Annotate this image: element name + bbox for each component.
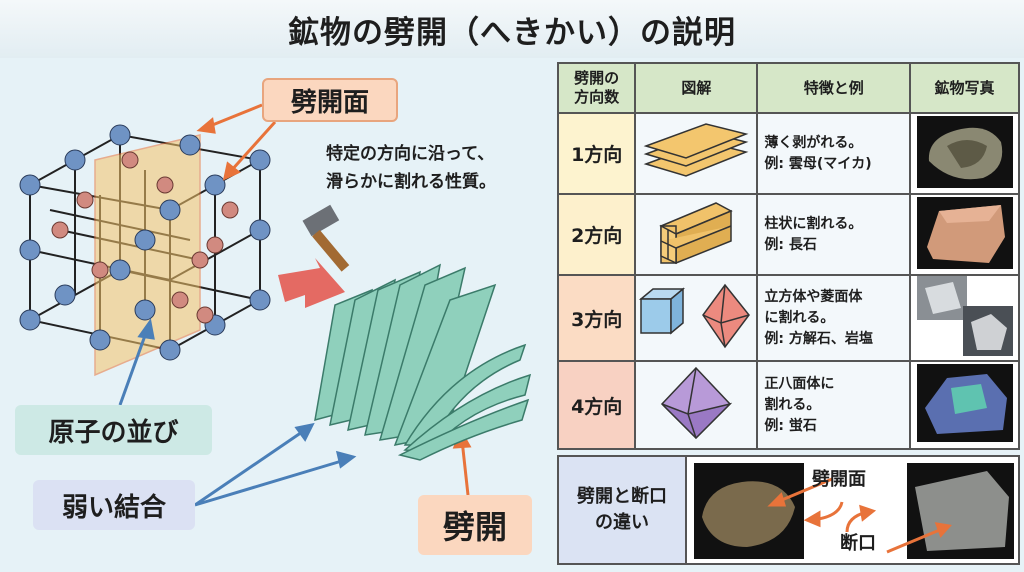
feature-line: 立方体や菱面体 [764, 288, 863, 305]
table-row: 4方向 正八面体に割れる。例: 蛍石 [556, 360, 1020, 450]
comparison-photos-graphic [694, 463, 1014, 559]
header-directions-line-2: 方向数 [574, 88, 620, 106]
label-cleavage-plane-photo: 劈開面 [812, 469, 866, 490]
illustration-cell [634, 193, 759, 276]
hammer-icon [302, 204, 350, 272]
stacked-sheets-icon [643, 122, 749, 177]
photo-cell [909, 274, 1020, 362]
atoms [19, 124, 271, 361]
comparison-title-line-2: の違い [595, 512, 649, 533]
feature-line: 正八面体に [764, 375, 835, 392]
page-title: 鉱物の劈開（へきかい）の説明 [0, 0, 1024, 58]
cleaved-sheets [314, 263, 532, 461]
direction-cell: 2方向 [556, 193, 637, 276]
illustration-cell [634, 274, 759, 362]
label-atom-arrangement: 原子の並び [15, 405, 212, 455]
header-photo: 鉱物写真 [909, 62, 1020, 114]
header-directions: 劈開の方向数 [556, 62, 637, 114]
comparison-title: 劈開と断口の違い [559, 457, 687, 563]
illustration-cell [634, 360, 759, 450]
comparison-title-line-1: 劈開と断口 [577, 486, 667, 507]
table-row: 3方向 立方体や菱面体に割れる。例: 方解石、岩塩 [556, 274, 1020, 362]
direction-cell: 3方向 [556, 274, 637, 362]
table-row: 2方向 柱状に割れる。例: 長石 [556, 193, 1020, 276]
header-features: 特徴と例 [756, 62, 912, 114]
description-line-2: 滑らかに割れる性質。 [326, 172, 496, 192]
photo-cell [909, 112, 1020, 195]
comparison-photos: 劈開面 断口 [687, 457, 1018, 563]
photo-cell [909, 360, 1020, 450]
feature-line: 柱状に割れる。 [764, 215, 863, 232]
crystal-lattice-illustration [19, 103, 532, 507]
table-header-row: 劈開の方向数 図解 特徴と例 鉱物写真 [556, 62, 1020, 114]
description-line-1: 特定の方向に沿って、 [326, 144, 495, 164]
header-directions-line-1: 劈開の [574, 69, 620, 87]
fluorite-photo [916, 364, 1013, 442]
feature-cell: 柱状に割れる。例: 長石 [756, 193, 912, 276]
cleavage-description: 特定の方向に沿って、 滑らかに割れる性質。 [326, 140, 496, 196]
illustration-cell [634, 112, 759, 195]
calcite-halite-photo [916, 276, 1013, 356]
red-arrow-icon [278, 258, 345, 308]
label-cleavage: 劈開 [418, 495, 532, 555]
mica-photo [916, 115, 1013, 188]
cleavage-plane [94, 134, 201, 377]
cube-and-rhombohedron-icon [639, 283, 751, 349]
feature-line: 例: 雲母(マイカ) [764, 155, 872, 172]
feature-line: 割れる。 [764, 396, 821, 413]
table-row: 1方向 薄く剥がれる。例: 雲母(マイカ) [556, 112, 1020, 195]
feature-line: 例: 蛍石 [764, 417, 817, 434]
feature-cell: 薄く剥がれる。例: 雲母(マイカ) [756, 112, 912, 195]
feature-line: 例: 長石 [764, 236, 817, 253]
feature-cell: 立方体や菱面体に割れる。例: 方解石、岩塩 [756, 274, 912, 362]
label-cleavage-plane: 劈開面 [262, 78, 398, 122]
label-weak-bond: 弱い結合 [33, 480, 195, 530]
feature-line: に割れる。 [764, 309, 835, 326]
feature-line: 薄く剥がれる。 [764, 134, 863, 151]
cleavage-table: 劈開の方向数 図解 特徴と例 鉱物写真 1方向 薄く剥がれる。例: 雲母(マイカ… [556, 62, 1020, 450]
cleavage-vs-fracture-box: 劈開と断口の違い 劈開面 断口 [557, 455, 1020, 565]
header-illustration: 図解 [634, 62, 759, 114]
label-fracture: 断口 [840, 533, 876, 554]
direction-cell: 4方向 [556, 360, 637, 450]
direction-cell: 1方向 [556, 112, 637, 195]
feldspar-photo [916, 196, 1013, 269]
prism-block-icon [659, 201, 734, 264]
octahedron-icon [661, 366, 733, 440]
feature-cell: 正八面体に割れる。例: 蛍石 [756, 360, 912, 450]
feature-line: 例: 方解石、岩塩 [764, 330, 873, 347]
photo-cell [909, 193, 1020, 276]
